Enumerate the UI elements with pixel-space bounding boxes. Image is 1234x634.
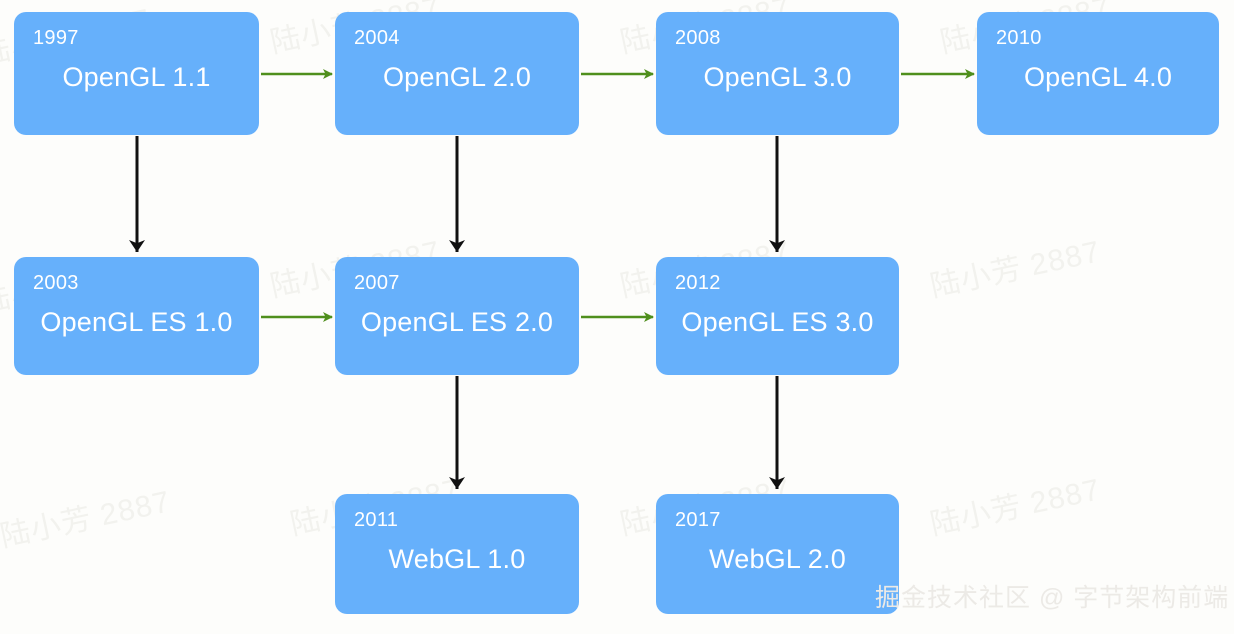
node-year-label: 2008: [675, 27, 721, 49]
node-year-label: 2017: [675, 509, 721, 531]
node-title-label: OpenGL ES 1.0: [40, 307, 233, 337]
node-year-label: 2004: [354, 27, 400, 49]
node-title-label: OpenGL 3.0: [703, 62, 852, 92]
node-title-label: OpenGL 4.0: [1023, 62, 1173, 92]
node-title-label: OpenGL ES 2.0: [360, 307, 554, 337]
node-year-label: 2012: [675, 272, 721, 294]
credit-watermark: 掘金技术社区 @ 字节架构前端: [875, 584, 1230, 612]
node-title-label: OpenGL ES 3.0: [681, 307, 874, 337]
node-title-label: WebGL 1.0: [388, 544, 526, 574]
node-year-label: 2011: [354, 509, 399, 531]
node-year-label: 2010: [996, 27, 1042, 49]
watermark-tile: 陆小芳 2887: [927, 235, 1104, 304]
node-title-label: OpenGL 2.0: [382, 62, 532, 92]
node-year-label: 2003: [33, 272, 79, 294]
node-year-label: 1997: [33, 27, 79, 49]
node-title-label: OpenGL 1.1: [62, 62, 211, 92]
watermark-tile: 陆小芳 2887: [0, 485, 174, 554]
node-title-label: WebGL 2.0: [709, 544, 846, 574]
node-year-label: 2007: [354, 272, 400, 294]
watermark-tile: 陆小芳 2887: [927, 473, 1104, 542]
